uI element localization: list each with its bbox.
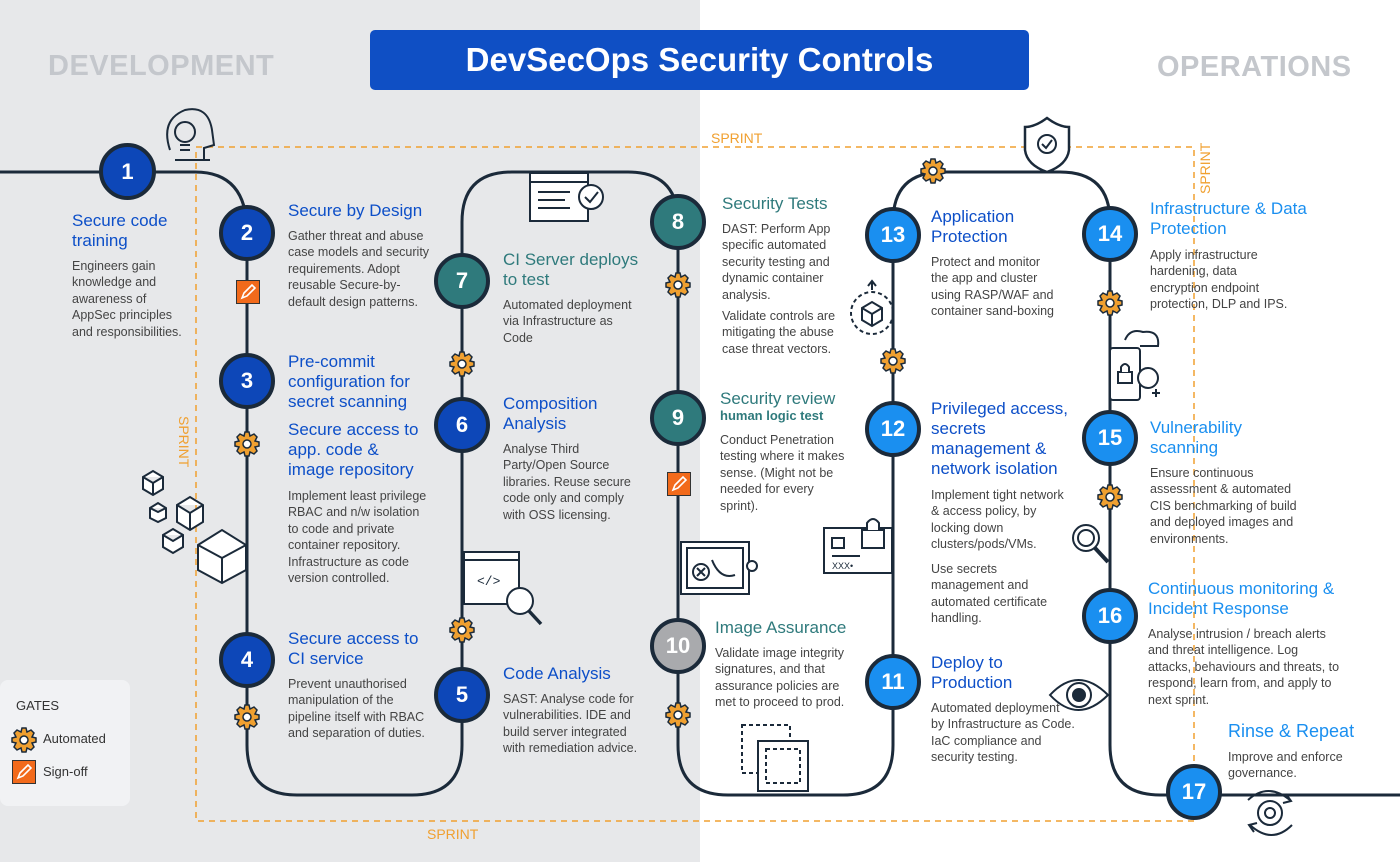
step-6-title: Composition Analysis [503,394,598,433]
step-14-title: Infrastructure & Data Protection [1150,199,1307,238]
automated-gear-icon [1097,484,1123,510]
step-6-desc: Analyse Third Party/Open Source librarie… [503,442,631,522]
step-10-circle: 10 [650,618,706,674]
step-4-title: Secure access to CI service [288,629,419,668]
step-9-desc: Conduct Penetration testing where it mak… [720,433,845,513]
step-5-title: Code Analysis [503,664,611,683]
step-4-circle: 4 [219,632,275,688]
phone-lock-cloud-icon [1109,330,1160,401]
code-search-icon: </> [463,551,543,626]
zone-development: DEVELOPMENT [48,50,275,82]
step-1-circle: 1 [99,143,156,200]
gate-signoff-label: Sign-off [43,764,88,779]
automated-gear-icon [665,272,691,298]
certificate-icon [680,541,758,595]
step-14-circle: 14 [1082,206,1138,262]
automated-gear-icon [234,704,260,730]
sprint-label-top: SPRINT [711,130,763,146]
automated-gear-icon [234,431,260,457]
automated-gear-icon [920,158,946,184]
step-3-title-2: Secure access to app. code & image repos… [288,420,419,479]
lightbulb-head-icon [166,108,216,161]
step-3-desc: Implement least privilege RBAC and n/w i… [288,489,427,586]
magnifier-icon [1072,524,1110,564]
step-1-desc: Engineers gain knowledge and awareness o… [72,259,182,339]
step-15-title: Vulnerability scanning [1150,418,1242,457]
step-12-desc-2: Use secrets management and automated cer… [931,562,1048,626]
automated-gear-icon [880,348,906,374]
automated-gear-icon [449,351,475,377]
step-8-desc-2: Validate controls are mitigating the abu… [722,309,836,356]
automated-gear-icon [665,702,691,728]
signoff-icon [667,472,691,496]
step-17-title: Rinse & Repeat [1228,721,1355,741]
step-13-title: Application Protection [931,207,1015,246]
zone-operations: OPERATIONS [1157,51,1352,83]
step-2-title: Secure by Design [288,201,423,220]
step-8-desc: DAST: Perform App specific automated sec… [722,222,831,302]
shield-check-icon [1023,116,1071,174]
step-5-circle: 5 [434,667,490,723]
step-3-title: Pre-commit configuration for secret scan… [288,352,410,411]
step-1-title: Secure code training [72,211,168,250]
step-13-circle: 13 [865,207,921,263]
step-2-circle: 2 [219,205,275,261]
step-12-circle: 12 [865,401,921,457]
signoff-icon [236,280,260,304]
box-arrow-icon [850,279,894,335]
step-12-title: Privileged access, secrets management & … [931,399,1069,478]
step-17-desc: Improve and enforce governance. [1228,750,1343,781]
sprint-label-bottom: SPRINT [427,826,479,842]
step-16-desc: Analyse intrusion / breach alerts and th… [1148,627,1340,707]
automated-gear-icon [449,617,475,643]
step-7-circle: 7 [434,253,490,309]
automated-gear-icon [11,727,37,753]
gates-title: GATES [16,698,60,713]
step-11-title: Deploy to Production [931,653,1013,692]
step-9-subtitle: human logic test [720,408,824,423]
step-8-title: Security Tests [722,194,828,213]
step-16-title: Continuous monitoring & Incident Respons… [1148,579,1335,618]
step-10-desc: Validate image integrity signatures, and… [715,646,845,710]
id-card-lock-icon: XXX• [823,518,893,574]
step-5-desc: SAST: Analyse code for vulnerabilities. … [503,692,638,756]
step-9-title: Security review [720,389,836,408]
page-title: DevSecOps Security Controls [370,30,1029,90]
svg-text:</>: </> [477,574,501,589]
step-12-desc: Implement tight network & access policy,… [931,488,1064,552]
gate-automated-label: Automated [43,731,106,746]
step-15-circle: 15 [1082,410,1138,466]
step-11-circle: 11 [865,654,921,710]
signoff-icon [12,760,36,784]
step-10-title: Image Assurance [715,618,847,637]
step-14-desc: Apply infrastructure hardening, data enc… [1150,248,1288,312]
cycle-gear-icon [1247,790,1293,836]
step-13-desc: Protect and monitor the app and cluster … [931,255,1054,319]
step-7-desc: Automated deployment via Infrastructure … [503,298,632,345]
gates-legend: GATES Automated Sign-off [0,680,130,806]
sprint-boundary [195,146,1195,822]
scan-frame-icon [741,724,809,792]
step-16-circle: 16 [1082,588,1138,644]
step-17-circle: 17 [1166,764,1222,820]
step-7-title: CI Server deploys to test [503,250,639,289]
step-8-circle: 8 [650,194,706,250]
cubes-icon [142,469,247,585]
step-6-circle: 6 [434,397,490,453]
eye-icon [1048,679,1110,711]
step-4-desc: Prevent unauthorised manipulation of the… [288,677,425,741]
automated-gear-icon [1097,290,1123,316]
step-3-circle: 3 [219,353,275,409]
step-9-circle: 9 [650,390,706,446]
svg-text:XXX•: XXX• [832,561,853,571]
step-2-desc: Gather threat and abuse case models and … [288,229,430,309]
step-11-desc: Automated deployment by Infrastructure a… [931,701,1075,765]
step-15-desc: Ensure continuous assessment & automated… [1150,466,1297,546]
window-check-icon [529,172,604,222]
